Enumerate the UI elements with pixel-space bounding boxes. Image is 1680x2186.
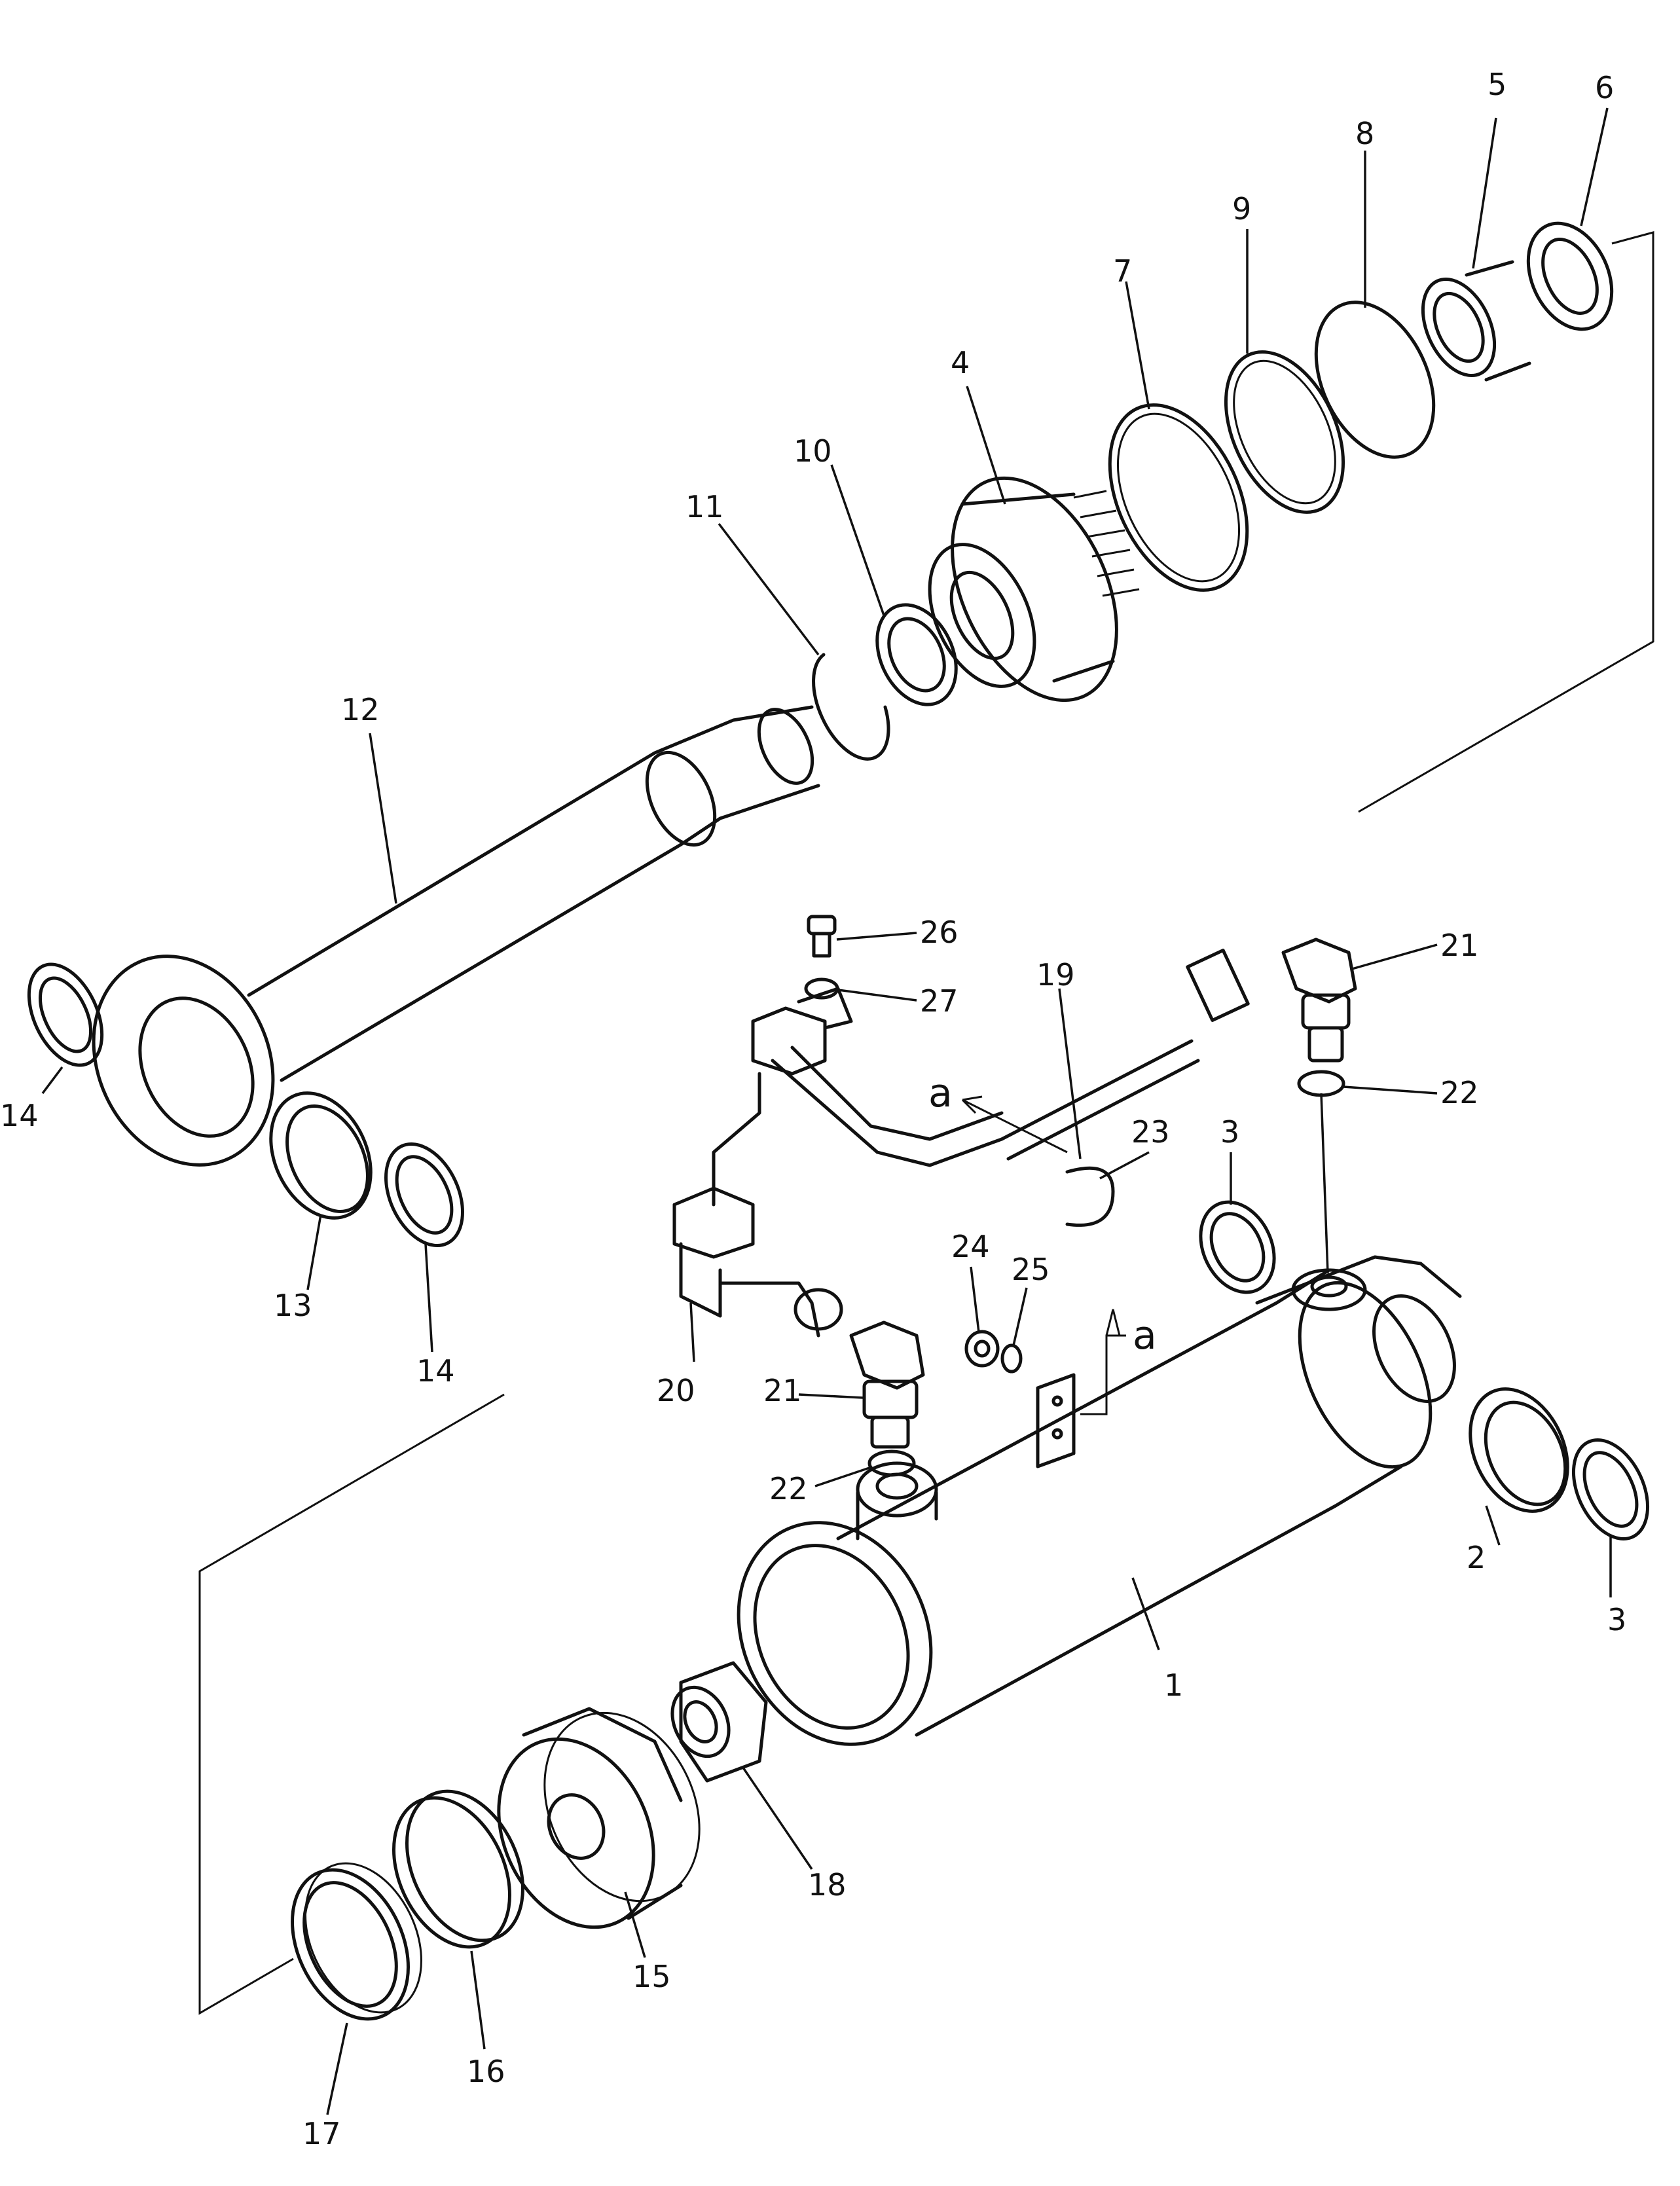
callout-19: 19 (1036, 957, 1075, 993)
part-23-u-bolt (1065, 1166, 1115, 1227)
part-22-o-ring-upper (1297, 1070, 1345, 1097)
callout-25: 25 (1012, 1252, 1050, 1287)
callout-22-lower: 22 (769, 1471, 808, 1506)
callout-5: 5 (1488, 67, 1507, 102)
leader-lines (41, 107, 1612, 2115)
part-16-wear-ring (392, 1789, 524, 1949)
part-19-tube (1000, 949, 1250, 1161)
callout-3-upper: 3 (1220, 1114, 1239, 1150)
callout-4: 4 (951, 345, 970, 380)
part-24-nut (964, 1330, 1000, 1368)
ref-arrow-a (961, 1095, 1068, 1154)
part-18-nut (670, 1661, 768, 1783)
callout-7: 7 (1113, 253, 1132, 289)
callout-12: 12 (341, 692, 380, 727)
callout-2: 2 (1467, 1540, 1486, 1575)
callout-14-lower: 14 (416, 1353, 455, 1389)
callout-26: 26 (920, 915, 959, 950)
part-14-dust-seal-lower (384, 1142, 464, 1247)
callout-8: 8 (1355, 116, 1374, 151)
callout-24: 24 (951, 1229, 990, 1264)
part-17-piston-ring (291, 1862, 422, 2021)
part-10-seal (875, 603, 958, 706)
callout-23: 23 (1131, 1114, 1170, 1150)
callout-21-upper: 21 (1440, 928, 1479, 963)
part-3-seal-lower (1571, 1438, 1650, 1541)
part-21-elbow-fitting-lower (849, 1321, 925, 1449)
callout-13: 13 (274, 1288, 312, 1323)
callout-10: 10 (794, 433, 832, 469)
part-1-cylinder-tube (737, 1255, 1462, 1746)
tube-bracket (1036, 1373, 1076, 1468)
callout-14-left: 14 (0, 1098, 39, 1133)
part-21-elbow-fitting-upper (1281, 938, 1357, 1063)
assembly-frame-lines (198, 231, 1654, 2015)
part-7-backup-ring (1108, 403, 1249, 592)
part-25-washer (1000, 1343, 1023, 1374)
callout-1: 1 (1164, 1667, 1183, 1703)
part-14-dust-seal-upper (27, 962, 104, 1067)
callout-17: 17 (302, 2116, 341, 2151)
callout-labels: 1 2 3 3 4 5 6 7 8 9 10 11 12 13 14 14 15… (0, 67, 1626, 2151)
part-6-threaded-collar (1526, 221, 1614, 331)
callout-6: 6 (1595, 70, 1614, 105)
part-26-bolt (807, 915, 837, 958)
callout-20: 20 (657, 1373, 695, 1408)
part-11-snap-ring (812, 653, 890, 761)
callout-16: 16 (467, 2054, 505, 2089)
part-9-ring (1224, 350, 1345, 514)
part-8-o-ring (1314, 301, 1436, 459)
ref-letter-a-bracket: a (1133, 1313, 1157, 1358)
ref-line-a (1080, 1309, 1126, 1415)
part-15-piston (497, 1707, 701, 1929)
reference-letters: a a (928, 1070, 1157, 1358)
callout-27: 27 (920, 983, 959, 1019)
callout-3-lower: 3 (1607, 1602, 1626, 1637)
callout-11: 11 (685, 489, 724, 524)
ref-letter-a-arrow: a (928, 1070, 953, 1116)
part-2-bushing (1469, 1387, 1569, 1513)
callout-9: 9 (1232, 191, 1251, 227)
part-13-bushing (269, 1091, 373, 1220)
part-12-piston-rod (92, 705, 820, 1167)
callout-21-lower: 21 (763, 1373, 802, 1408)
part-20-tube-assembly (672, 987, 1004, 1338)
callout-22-upper: 22 (1440, 1075, 1479, 1110)
callout-18: 18 (808, 1867, 847, 1903)
part-3-seal-upper (1199, 1200, 1276, 1294)
callout-15: 15 (632, 1959, 671, 1994)
part-5-bushing (1421, 260, 1531, 382)
part-4-cylinder-head (928, 476, 1140, 702)
